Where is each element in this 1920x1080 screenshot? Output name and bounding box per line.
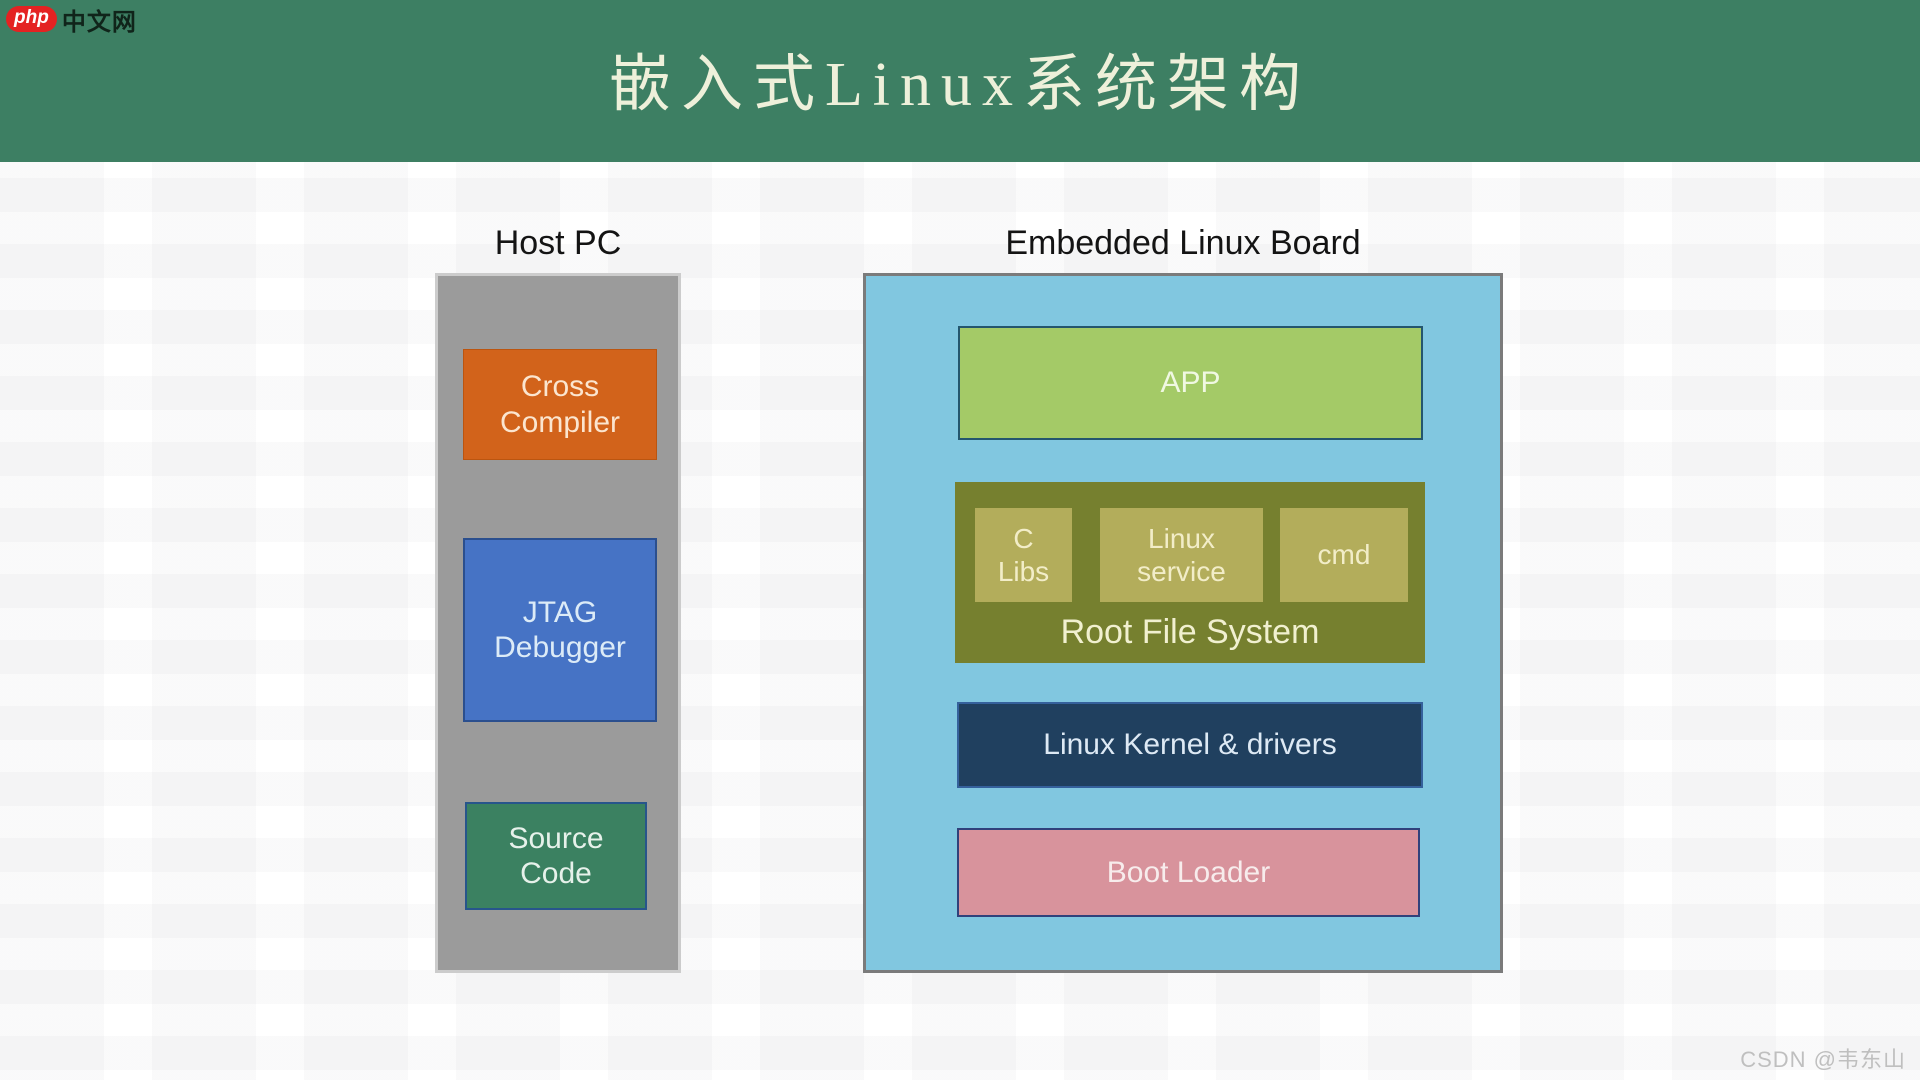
page-header: php 中文网 嵌入式Linux系统架构 [0,0,1920,162]
embedded-board-label: Embedded Linux Board [1005,224,1361,262]
root-file-system-label: Root File System [1060,613,1320,651]
cross-compiler-box: Cross Compiler [463,349,657,460]
app-box: APP [958,326,1423,440]
source-code-box: Source Code [465,802,647,910]
jtag-debugger-box: JTAG Debugger [463,538,657,722]
cmd-box: cmd [1280,508,1408,602]
linux-service-box: Linux service [1100,508,1263,602]
csdn-watermark: CSDN @韦东山 [1740,1047,1906,1072]
boot-loader-box: Boot Loader [957,828,1420,917]
linux-kernel-box: Linux Kernel & drivers [957,702,1423,788]
c-libs-box: C Libs [975,508,1072,602]
page-title: 嵌入式Linux系统架构 [608,51,1312,119]
site-logo-text: 中文网 [61,8,137,36]
host-pc-label: Host PC [494,224,622,262]
php-logo-icon: php [6,6,57,32]
site-logo[interactable]: php 中文网 [6,4,137,36]
